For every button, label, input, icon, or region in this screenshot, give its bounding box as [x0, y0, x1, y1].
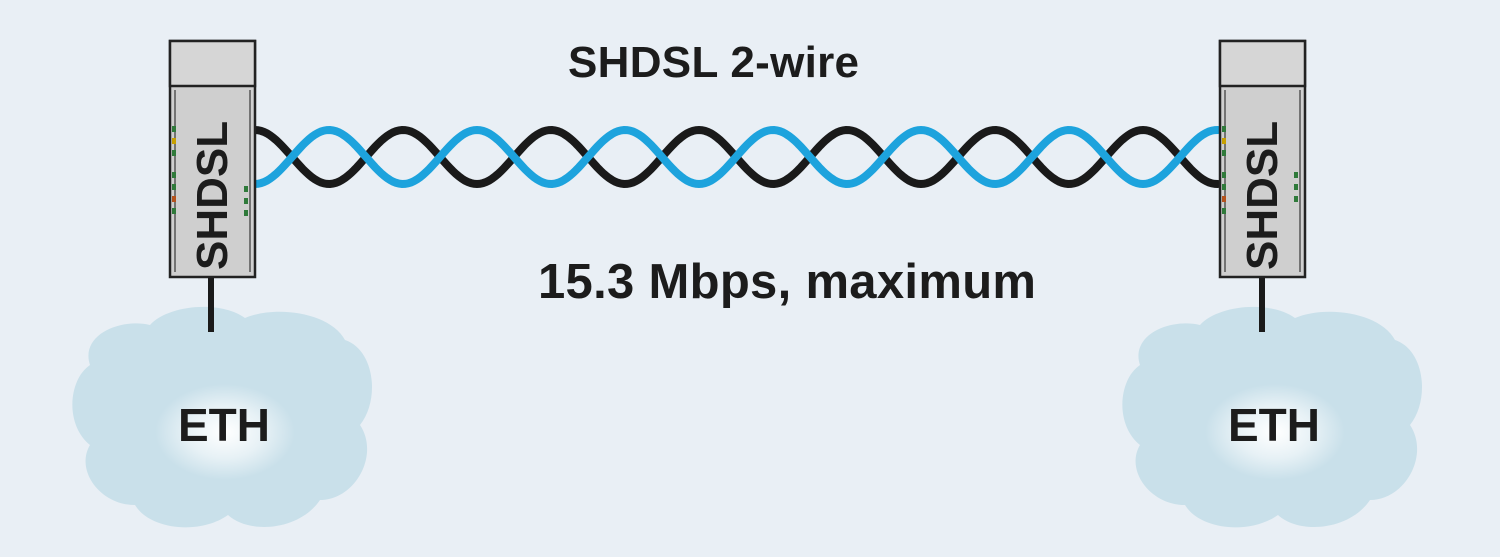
link-title: SHDSL 2-wire — [568, 38, 860, 87]
shdsl-device-right — [1218, 39, 1307, 279]
eth-label-left: ETH — [178, 399, 270, 451]
eth-cloud-right — [1122, 306, 1422, 528]
eth-label-right: ETH — [1228, 399, 1320, 451]
device-label-left: SHDSL — [188, 120, 237, 270]
device-label-right: SHDSL — [1238, 120, 1287, 270]
link-rate: 15.3 Mbps, maximum — [538, 255, 1037, 309]
status-leds-right — [1222, 126, 1298, 214]
wire-blue — [251, 125, 1222, 189]
status-leds-left — [172, 126, 248, 216]
shdsl-device-left — [168, 39, 257, 279]
eth-cloud-left — [72, 306, 372, 528]
